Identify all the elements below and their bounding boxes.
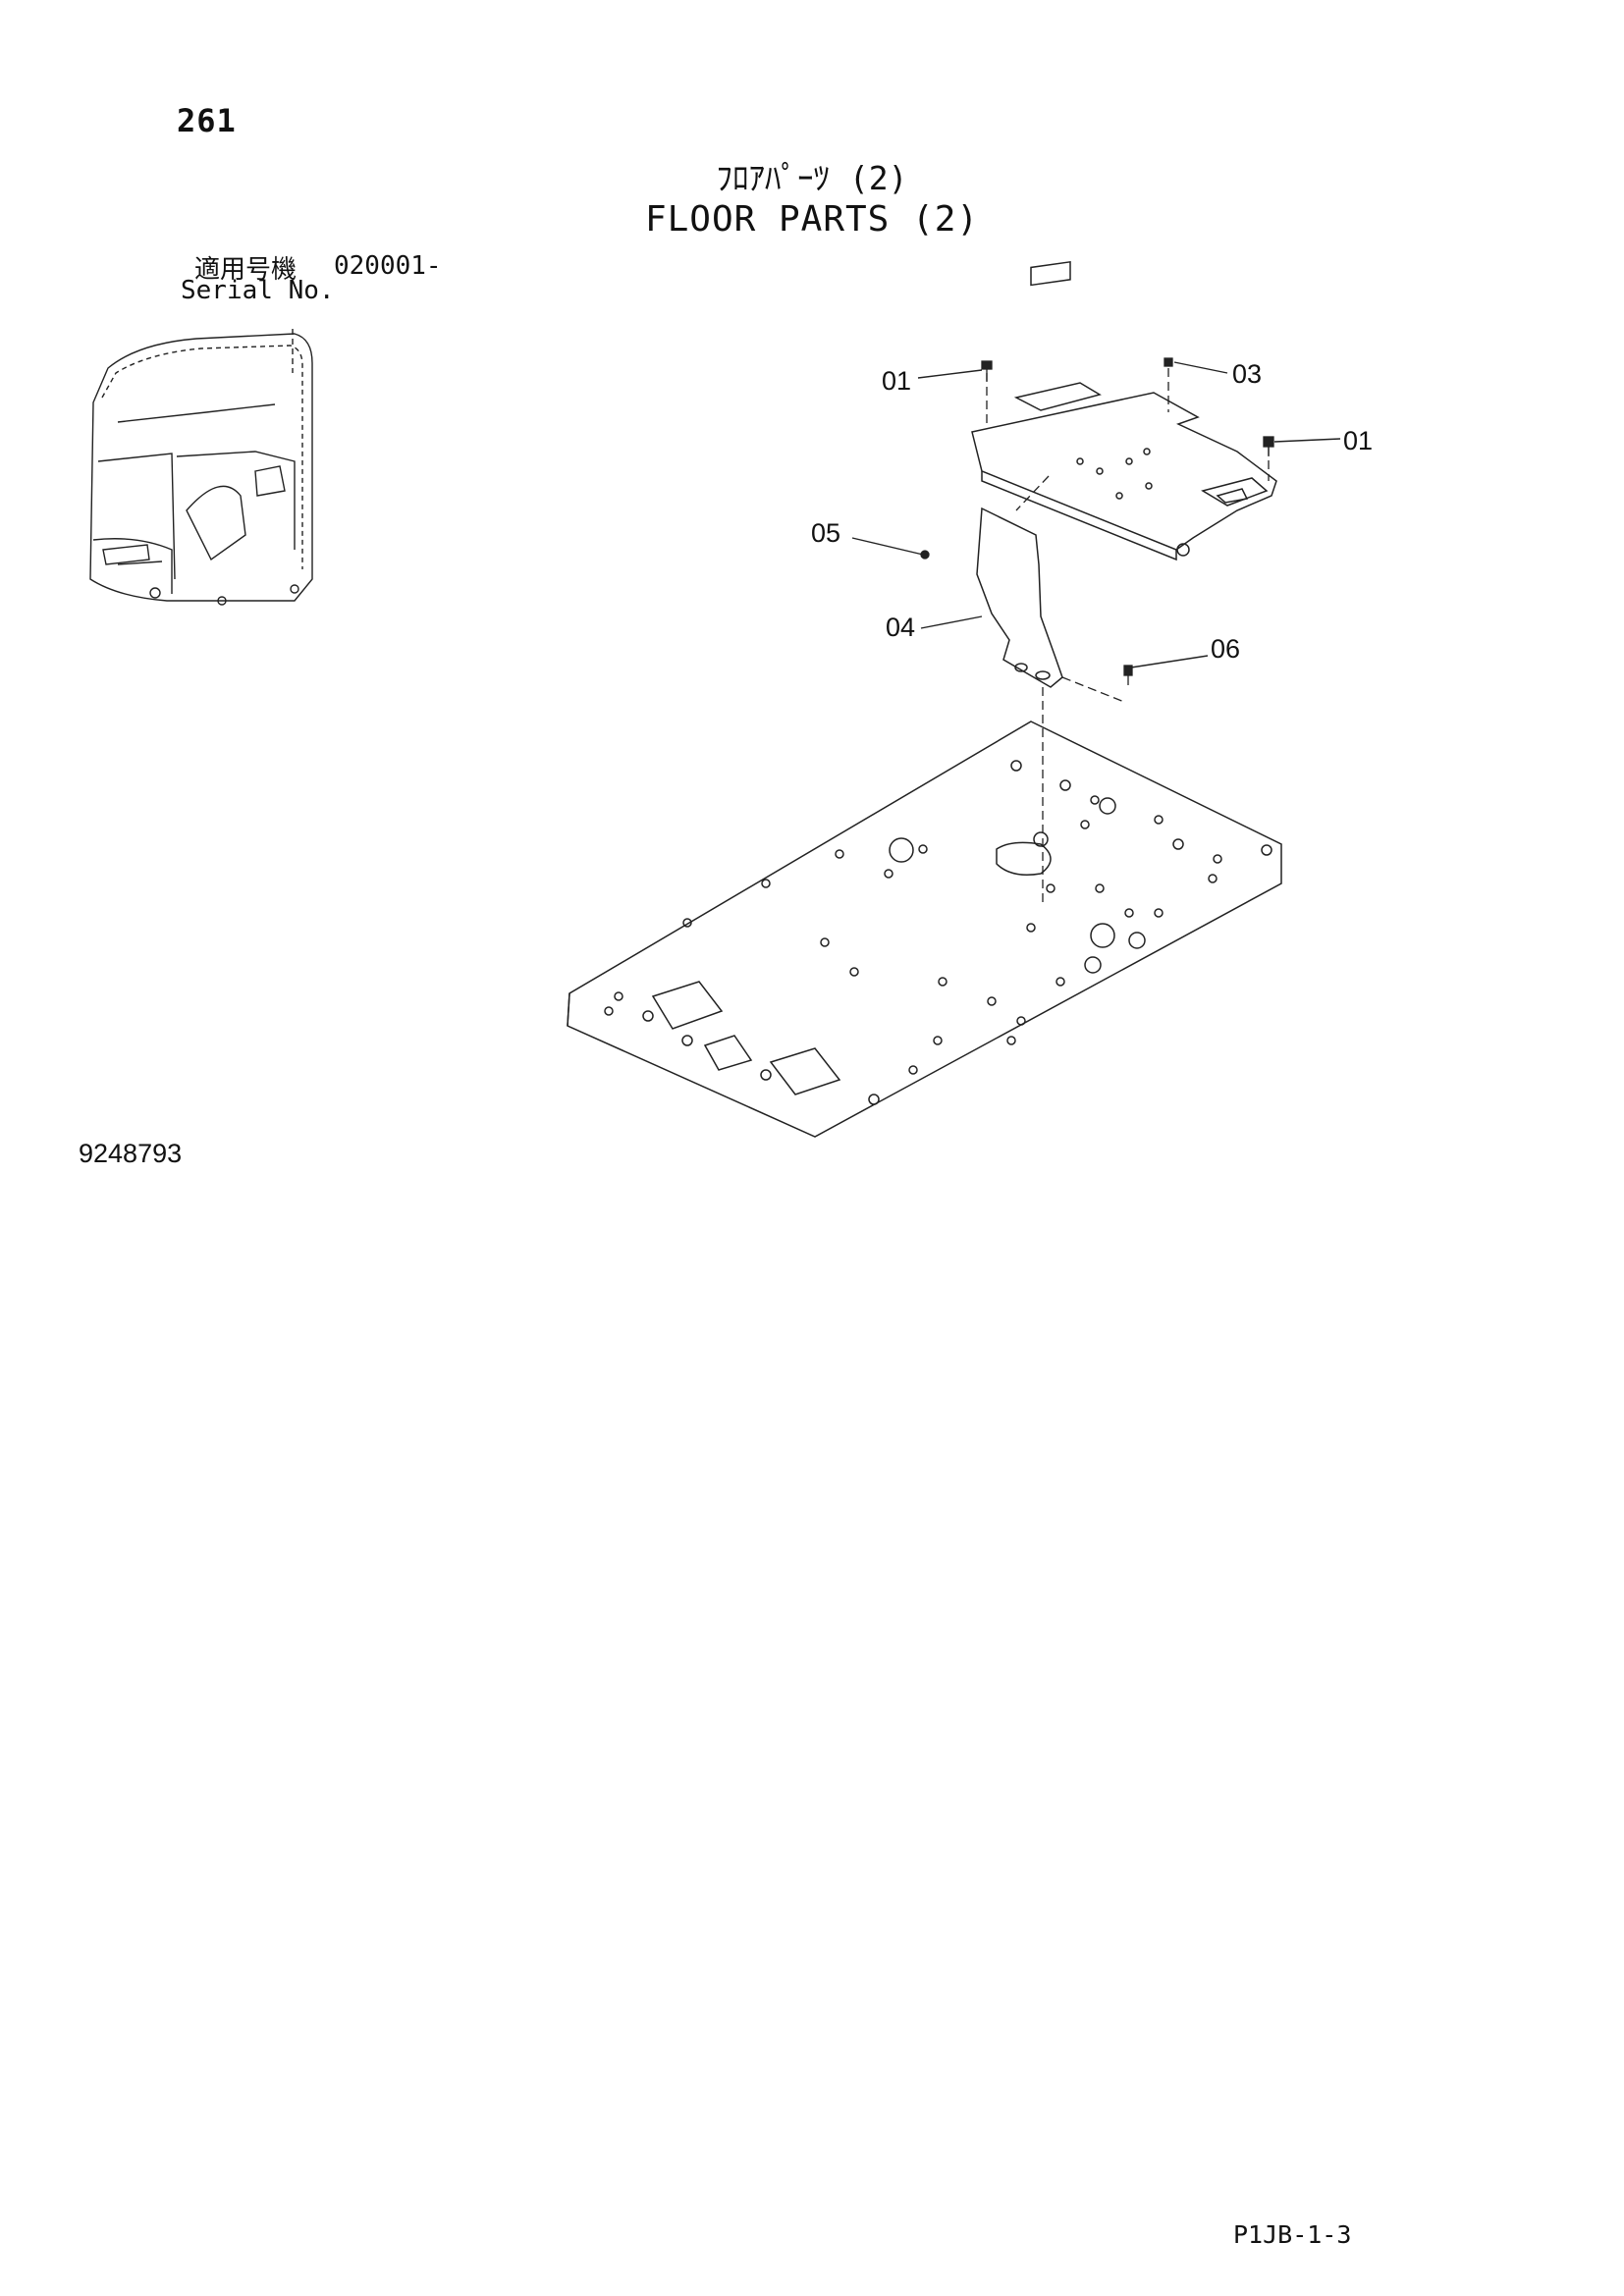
upper-bracket-part [971,260,1277,561]
cab-thumbnail [89,329,313,606]
serial-number-value: 020001- [334,251,442,281]
serial-label-japanese: 適用号機 [194,255,298,285]
callout-05: 05 [811,518,840,548]
page-number: 261 [177,102,237,139]
bracket-plate-part [976,507,1063,688]
screw-06 [1123,665,1133,685]
callout-01-upper-left: 01 [882,366,911,396]
callout-01-right: 01 [1343,426,1373,455]
leader-lines [851,361,1341,668]
callout-04: 04 [886,613,915,642]
callout-06: 06 [1211,634,1240,664]
page-code: P1JB-1-3 [1233,2220,1352,2249]
title-japanese: ﾌﾛｱﾊﾟｰﾂ (2) [716,159,908,197]
floor-plate-part [567,721,1282,1138]
callout-03: 03 [1232,359,1262,389]
drawing-number: 9248793 [79,1139,183,1168]
screw-03 [1164,357,1173,367]
screw-01-right [1263,436,1274,456]
screw-01-upper [981,360,993,381]
serial-label-english: Serial No. [181,276,335,305]
title-english: FLOOR PARTS (2) [644,199,980,240]
